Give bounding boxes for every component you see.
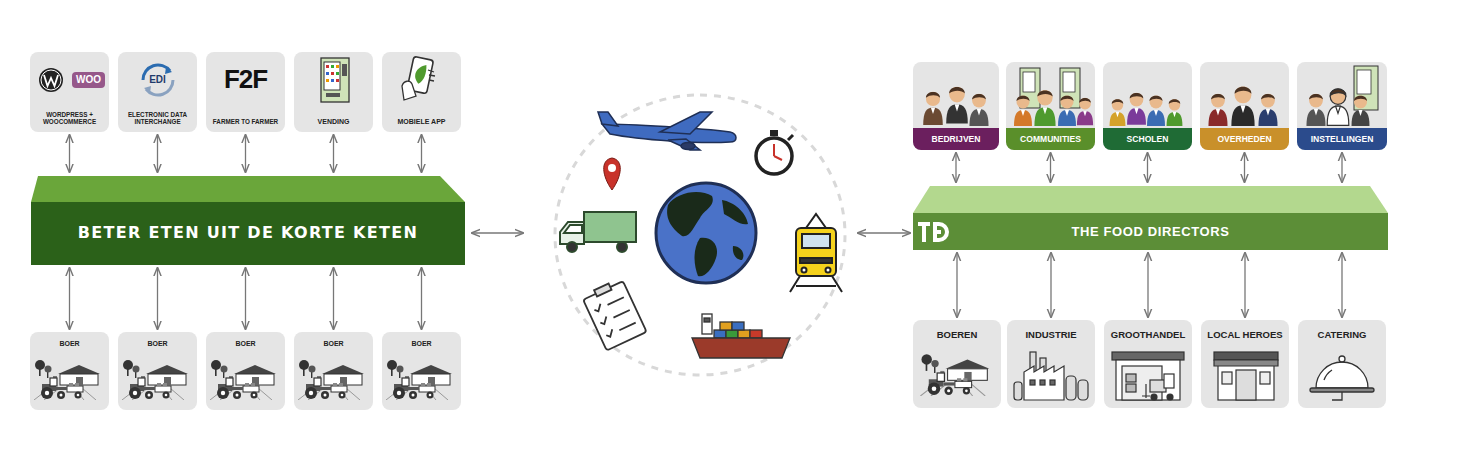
connector-arrow xyxy=(333,135,334,172)
node-label: BEDRIJVEN xyxy=(913,128,999,150)
node-label: MOBIELE APP xyxy=(395,118,449,126)
connector-arrow xyxy=(421,135,422,172)
connector-arrow xyxy=(245,268,246,329)
node-label: COMMUNITIES xyxy=(1006,128,1095,150)
node-label: GROOTHANDEL xyxy=(1111,329,1185,340)
node-label: BOER xyxy=(147,340,167,347)
node-label: ELECTRONIC DATA INTERCHANGE xyxy=(118,111,197,126)
node-label: WORDPRESS + WOOCOMMERCE xyxy=(30,111,109,126)
connector-arrow xyxy=(1341,253,1342,317)
node-label: SCHOLEN xyxy=(1103,128,1192,150)
node-label: BOER xyxy=(323,340,343,347)
connector-arrow xyxy=(1341,153,1342,182)
connector-arrow xyxy=(1050,253,1051,317)
node-label: BOER xyxy=(59,340,79,347)
node-label: BOER xyxy=(411,340,431,347)
logo-text: EDI xyxy=(149,74,166,86)
connector-arrow xyxy=(1244,153,1245,182)
connector-arrow xyxy=(157,268,158,329)
node-label: INDUSTRIE xyxy=(1025,329,1076,340)
node-label: BETER ETEN UIT DE KORTE KETEN xyxy=(78,223,418,242)
node-label: INSTELLINGEN xyxy=(1297,128,1387,150)
connector-arrow xyxy=(245,135,246,172)
connector-arrow xyxy=(1147,153,1148,182)
logo-text: F2F xyxy=(224,64,267,94)
connector-arrow xyxy=(956,253,957,317)
node-label: OVERHEDEN xyxy=(1200,128,1289,150)
connector-arrow xyxy=(955,153,956,182)
node-label: FARMER TO FARMER xyxy=(210,118,281,126)
channel-box: WOO WORDPRESS + WOOCOMMERCE xyxy=(30,52,109,132)
connector-arrow xyxy=(69,135,70,172)
node-label: CATERING xyxy=(1318,329,1367,340)
connector-arrow xyxy=(333,268,334,329)
node-label: THE FOOD DIRECTORS xyxy=(1072,224,1230,239)
connector-arrow xyxy=(1244,253,1245,317)
node-label: LOCAL HEROES xyxy=(1207,329,1282,340)
node-label: VENDING xyxy=(315,118,353,126)
connector-arrow xyxy=(157,135,158,172)
node-label: BOEREN xyxy=(937,329,978,340)
connector-arrow xyxy=(69,268,70,329)
node-label: BOER xyxy=(235,340,255,347)
connector-arrow xyxy=(421,268,422,329)
connector-arrow xyxy=(1050,153,1051,182)
channel-box: F2F FARMER TO FARMER xyxy=(206,52,285,132)
connector-arrow xyxy=(1147,253,1148,317)
logo-text: WOO xyxy=(72,72,105,88)
